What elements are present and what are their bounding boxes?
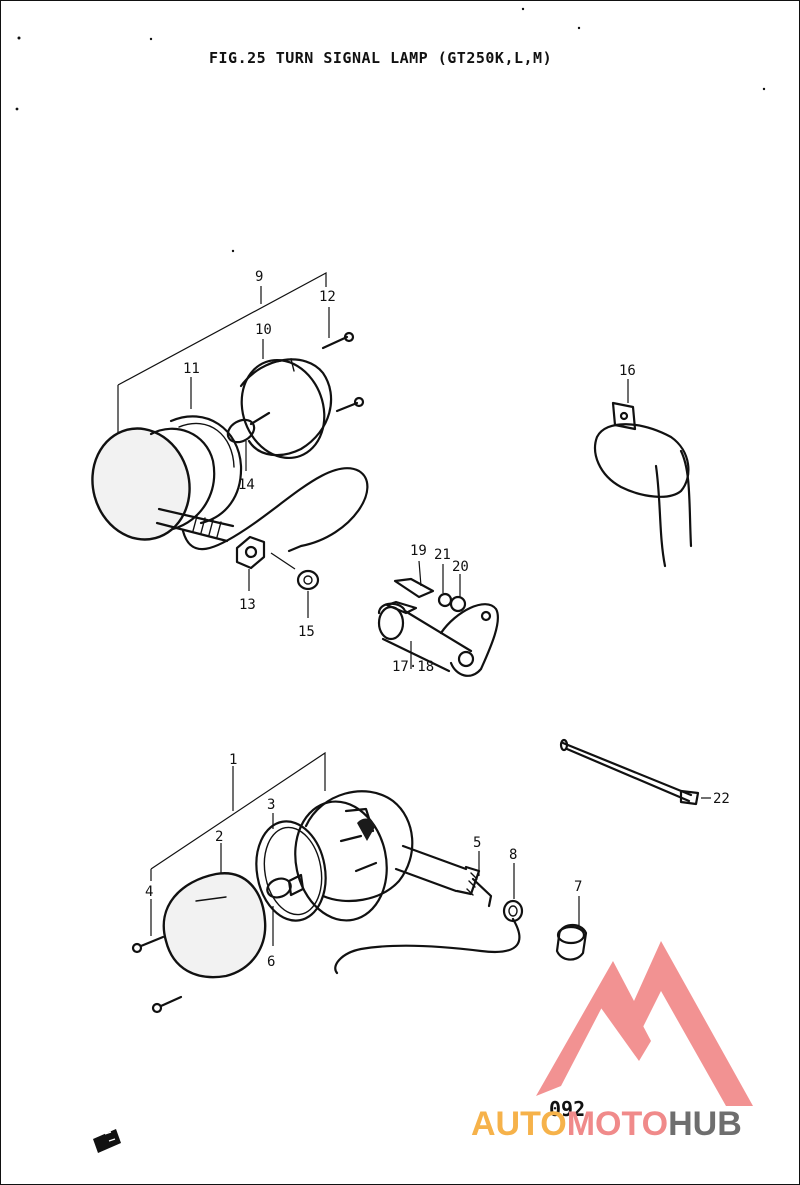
lower-lamp-assembly (131, 751, 588, 1014)
callout-7: 7 (574, 879, 582, 895)
upper-wire (181, 467, 369, 553)
callout-19: 19 (410, 543, 427, 559)
upper-gasket (169, 415, 243, 525)
callout-14: 14 (238, 477, 255, 493)
upper-bulb (226, 418, 256, 444)
callout-6: 6 (267, 954, 275, 970)
automotohub-watermark (536, 941, 753, 1106)
watermark-auto: AUTO (471, 1105, 567, 1143)
callout-22: 22 (713, 791, 730, 807)
callout-9: 9 (255, 269, 263, 285)
callout-labels: 9 12 10 11 14 13 15 16 19 21 20 17·18 22… (145, 269, 730, 970)
callout-16: 16 (619, 363, 636, 379)
callout-3: 3 (267, 797, 275, 813)
callout-4: 4 (145, 884, 153, 900)
callout-21: 21 (434, 547, 451, 563)
callout-8: 8 (509, 847, 517, 863)
lower-screw-bottom (159, 995, 183, 1008)
lower-housing (304, 790, 414, 903)
lower-gasket (255, 820, 327, 922)
callout-1: 1 (229, 752, 237, 768)
print-specks (15, 7, 766, 253)
upper-lens (91, 427, 191, 541)
callout-12: 12 (319, 289, 336, 305)
figure-title: FIG.25 TURN SIGNAL LAMP (GT250K,L,M) (209, 49, 552, 67)
watermark-moto: MOTO (567, 1105, 668, 1143)
lower-screw-top (139, 935, 165, 948)
lower-lens (162, 872, 267, 979)
watermark-hub: HUB (668, 1105, 742, 1143)
flasher-relay (593, 379, 693, 568)
bolt-19 (393, 577, 435, 599)
cable-band (559, 738, 711, 806)
direction-arrow-icon (93, 1129, 121, 1153)
upper-nut (235, 535, 266, 570)
callout-11: 11 (183, 361, 200, 377)
callout-17-18: 17·18 (392, 659, 434, 675)
watermark-text: AUTOMOTOHUB (471, 1105, 742, 1143)
nut-20 (449, 595, 467, 613)
upper-lamp-assembly (91, 271, 369, 618)
callout-10: 10 (255, 322, 272, 338)
callout-15: 15 (298, 624, 315, 640)
callout-2: 2 (215, 829, 223, 845)
callout-13: 13 (239, 597, 256, 613)
upper-washer (296, 569, 320, 591)
watermark-logo-icon (536, 941, 753, 1106)
upper-screw-top (321, 335, 349, 350)
mounting-bracket (377, 560, 499, 677)
upper-screw-bottom (335, 401, 359, 413)
page-number: 092 (549, 1097, 585, 1121)
callout-5: 5 (473, 835, 481, 851)
washer-21 (437, 592, 453, 608)
callout-20: 20 (452, 559, 469, 575)
lower-wire (334, 917, 521, 975)
